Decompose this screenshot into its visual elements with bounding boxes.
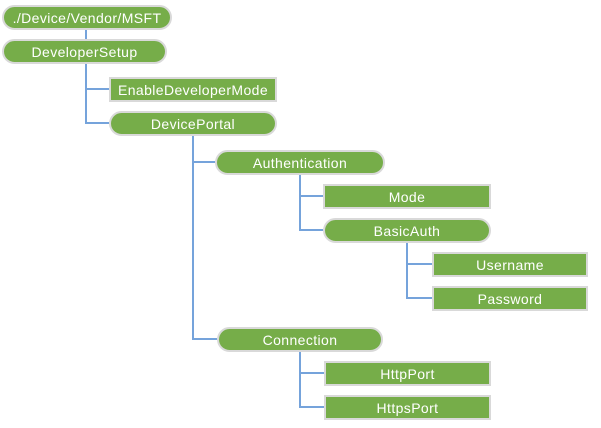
connector-authentication-trunk (299, 175, 301, 231)
node-http-port: HttpPort (324, 361, 491, 386)
node-basic-auth: BasicAuth (323, 218, 491, 243)
node-mode: Mode (323, 184, 491, 209)
node-root-msft: ./Device/Vendor/MSFT (2, 5, 172, 30)
connector-branch-enabledevelopermode (85, 88, 109, 90)
connector-branch-authentication (192, 161, 215, 163)
connector-developersetup-trunk (85, 64, 87, 124)
connector-branch-httpsport (299, 406, 324, 408)
connector-branch-basicauth (299, 229, 323, 231)
connector-connection-trunk (299, 352, 301, 408)
node-enable-developer-mode: EnableDeveloperMode (109, 77, 277, 102)
node-authentication: Authentication (215, 150, 385, 175)
node-password: Password (432, 286, 588, 311)
connector-branch-connection (192, 338, 217, 340)
node-device-portal: DevicePortal (109, 111, 277, 136)
node-developer-setup: DeveloperSetup (2, 39, 167, 64)
connector-deviceportal-trunk (192, 136, 194, 340)
connector-basicauth-trunk (406, 243, 408, 299)
connector-branch-httpport (299, 372, 324, 374)
connector-branch-password (406, 297, 432, 299)
connector-branch-deviceportal (85, 122, 109, 124)
connector-msft-developersetup (85, 30, 87, 40)
connector-branch-username (406, 263, 432, 265)
connector-branch-mode (299, 195, 323, 197)
node-https-port: HttpsPort (324, 395, 491, 420)
node-username: Username (432, 252, 588, 277)
node-connection: Connection (217, 327, 383, 352)
